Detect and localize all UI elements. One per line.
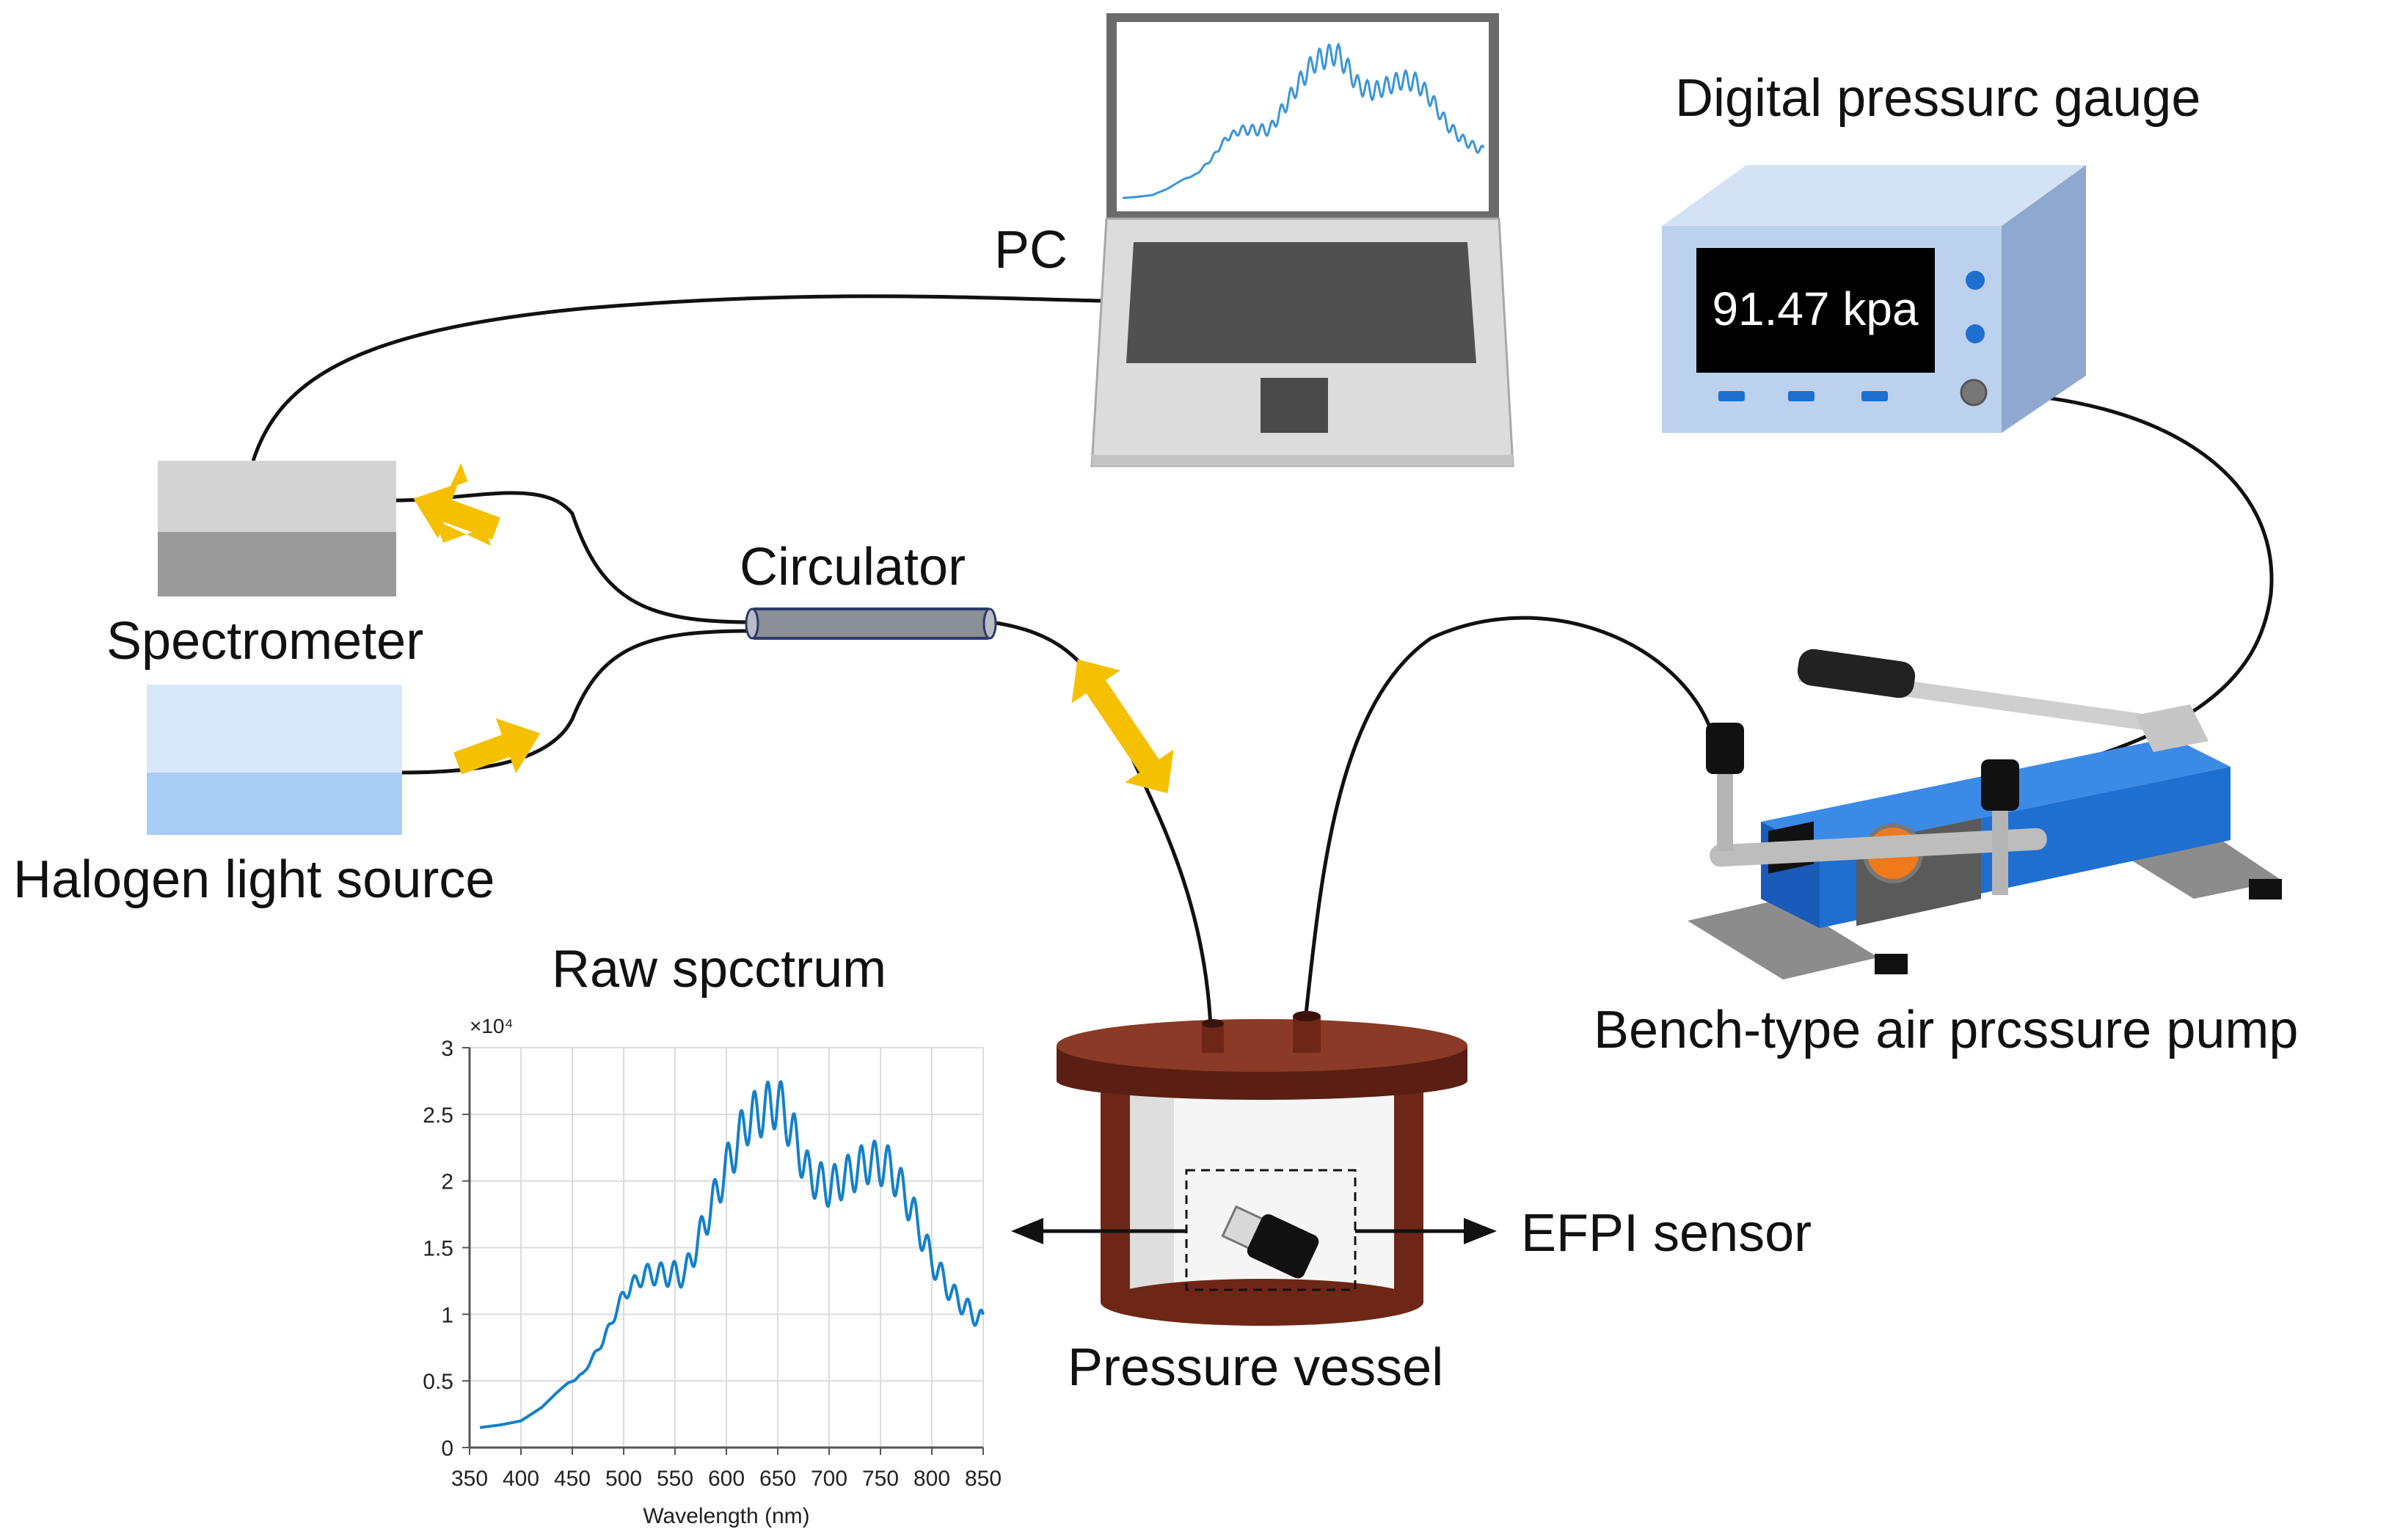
arrow-to-spectrometer-shape [413, 483, 500, 540]
halogen-top [147, 685, 402, 776]
pump-handle-grip [1797, 649, 1916, 698]
pump-label: Bench-type air prcssure pump [1594, 1001, 2298, 1059]
vessel-wall-right [1394, 1071, 1423, 1302]
x-tick-label-5: 600 [708, 1467, 745, 1491]
x-tick-label-4: 550 [657, 1467, 693, 1491]
spectrometer-top [158, 461, 396, 532]
x-tick-label-2: 450 [554, 1467, 591, 1491]
gauge-button-1 [1966, 271, 1985, 290]
spectrum-series-line [478, 1080, 985, 1429]
sensor-head [1247, 1214, 1319, 1279]
vessel-lid-top [1057, 1019, 1467, 1072]
fiber-halogen-circulator [401, 629, 753, 775]
pressure-vessel [1057, 1011, 1467, 1326]
vessel-fiber-port-top [1202, 1019, 1224, 1028]
pc-label: PC [994, 221, 1068, 280]
vessel-interior-shade [1130, 1071, 1174, 1300]
circulator-end-left [745, 607, 759, 640]
y-tick-label-1: 0.5 [423, 1370, 453, 1394]
spectrometer-box [158, 461, 396, 596]
gauge-key-2 [1788, 391, 1814, 401]
usb-cable-pc-spectrometer [251, 294, 1101, 461]
vessel-lid-bottom [1057, 1062, 1467, 1100]
callout-arrowhead-right [1464, 1218, 1497, 1244]
y-tick-label-5: 2.5 [423, 1103, 453, 1128]
gauge-display [1696, 248, 1935, 373]
y-tick-label-4: 2 [441, 1170, 453, 1194]
spectrometer-front [158, 532, 396, 596]
circulator-body [749, 607, 993, 640]
x-axis-label: Wavelength (nm) [643, 1504, 809, 1528]
y-multiplier-label: ×10⁴ [470, 1015, 514, 1037]
spectrum-title: Raw spcctrum [552, 940, 886, 999]
laptop-pc [1090, 13, 1514, 467]
efpi-sensor [1221, 1205, 1319, 1279]
pump-foot-left [1688, 899, 1878, 979]
digital-pressure-gauge: 91.47 kpa [1662, 165, 2086, 433]
x-tick-label-7: 700 [811, 1467, 847, 1491]
laptop-screen [1117, 22, 1489, 211]
spectrometer-label: Spectrometer [106, 612, 423, 671]
vessel-bottom-rim [1101, 1279, 1423, 1326]
pump-left-post-cap [1706, 723, 1744, 774]
light-direction-arrows [413, 463, 1174, 794]
y-tick-label-2: 1 [441, 1303, 453, 1327]
gauge-reading: 91.47 kpa [1712, 282, 1919, 335]
y-tick-label-6: 3 [441, 1037, 453, 1061]
pump-foot-pad-right [2249, 879, 2282, 899]
pump-crossbar [1710, 828, 2047, 867]
arrow-from-halogen [453, 718, 541, 775]
halogen-light-source-box [147, 685, 402, 835]
vessel-wall-left [1101, 1071, 1130, 1302]
callout-arrowhead-left [1011, 1218, 1043, 1244]
pump-left-post [1717, 763, 1733, 851]
gauge-title: Digital pressurc gauge [1675, 69, 2200, 128]
x-tick-label-6: 650 [759, 1467, 796, 1491]
vessel-air-port-top [1293, 1011, 1321, 1021]
gauge-key-1 [1718, 391, 1745, 401]
gauge-button-2 [1966, 324, 1985, 343]
x-tick-label-1: 400 [503, 1467, 539, 1491]
efpi-callout [1011, 1218, 1497, 1244]
x-tick-label-8: 750 [862, 1467, 899, 1491]
y-tick-label-0: 0 [441, 1437, 453, 1461]
laptop-touchpad [1261, 378, 1328, 433]
gauge-side-face [2002, 165, 2086, 433]
halogen-front [147, 773, 402, 835]
circulator-device [745, 607, 997, 640]
arrow-bidirectional-sensor [1071, 659, 1174, 794]
circulator-end-right [982, 607, 997, 640]
gauge-connector-port [1960, 379, 1988, 406]
pump-right-post [1992, 800, 2008, 895]
raw-spectrum-chart: 350 400 450 500 550 600 650 700 750 800 850 0 0.5 1 1.… [423, 1015, 1002, 1528]
circulator-label: Circulator [740, 538, 966, 596]
gauge-key-3 [1861, 391, 1888, 401]
pump-right-post-cap [1981, 759, 2019, 811]
air-pressure-pump [1688, 649, 2282, 979]
halogen-label: Halogen light source [13, 850, 495, 909]
vessel-air-port [1293, 1016, 1321, 1053]
x-tick-label-10: 850 [965, 1467, 1002, 1491]
pump-foot-pad-left [1875, 954, 1908, 974]
gauge-top-face [1662, 165, 2086, 226]
laptop-keyboard [1126, 242, 1476, 363]
x-tick-label-9: 800 [913, 1467, 950, 1491]
vessel-label: Pressure vessel [1068, 1338, 1443, 1397]
air-hose-vessel-pump [1302, 616, 1712, 1028]
x-tick-label-3: 500 [605, 1467, 642, 1491]
vessel-fiber-port [1202, 1023, 1224, 1053]
laptop-base-edge [1092, 455, 1513, 466]
efpi-label: EFPI sensor [1521, 1204, 1812, 1263]
pump-handle-hinge [2135, 704, 2208, 752]
x-tick-label-0: 350 [451, 1467, 488, 1491]
laptop-spectrum-trace [1122, 42, 1485, 200]
fiber-spectrometer-circulator [395, 491, 753, 624]
y-tick-label-3: 1.5 [423, 1237, 453, 1261]
